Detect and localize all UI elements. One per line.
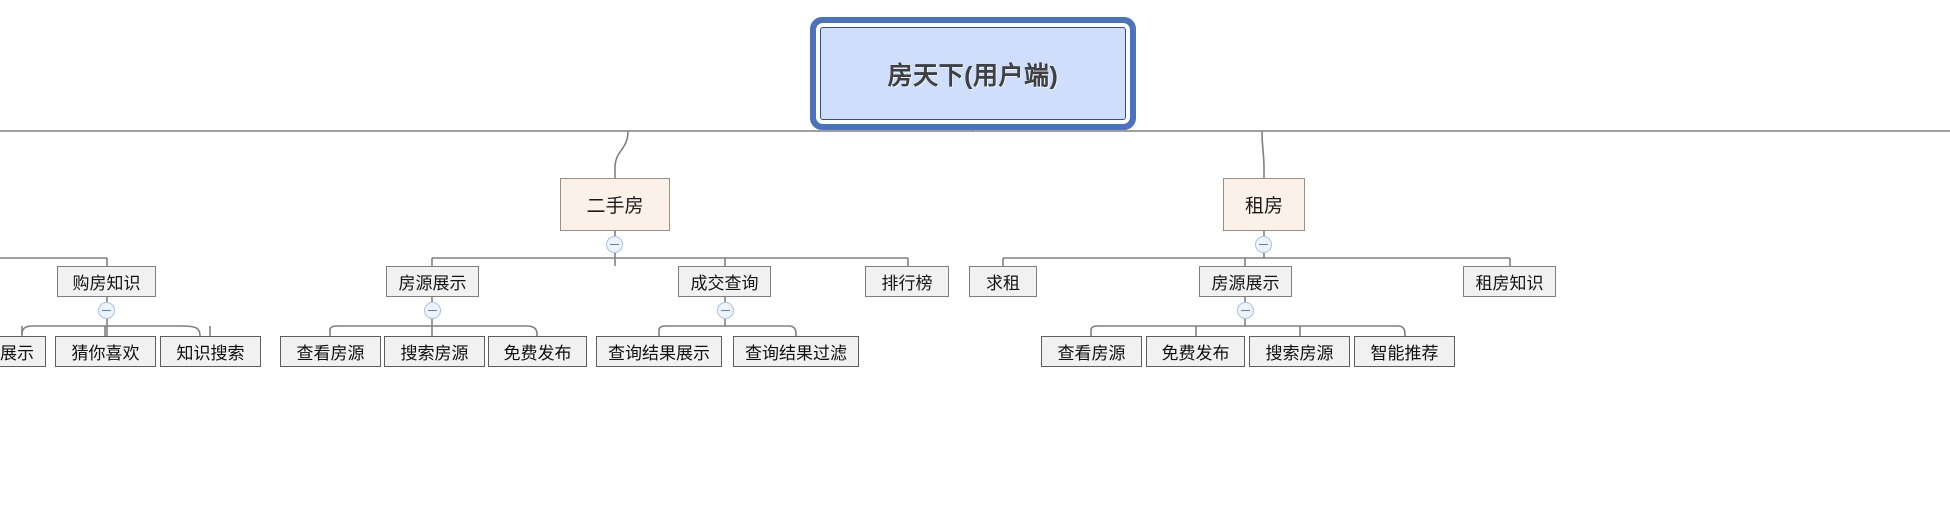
leaf-node-chakanfangyuan-ershoufang[interactable]: 查看房源: [280, 336, 381, 367]
branch-node-zufang-label: 租房: [1244, 196, 1283, 217]
branch-node-ershoufang-label: 二手房: [586, 196, 644, 217]
node-chengjiaochaxun-label: 成交查询: [690, 274, 759, 293]
leaf-node-chaxunjieguozhanshi-label: 查询结果展示: [608, 344, 710, 363]
leaf-node-mianfeifabu-ershoufang[interactable]: 免费发布: [488, 336, 587, 367]
leaf-node-mianfeifabu-zufang-label: 免费发布: [1161, 344, 1230, 363]
edge-rail-to-ershoufang: [614, 130, 629, 178]
leaf-node-chaxunjieguoguolv-label: 查询结果过滤: [745, 344, 847, 363]
leaf-node-zhishisousuo[interactable]: 知识搜索: [160, 336, 261, 367]
node-qiuzu[interactable]: 求租: [969, 266, 1037, 297]
collapse-toggle-ershoufang[interactable]: [606, 236, 623, 253]
leaf-node-cainixihuan[interactable]: 猜你喜欢: [55, 336, 156, 367]
node-paihangbang[interactable]: 排行榜: [865, 266, 949, 297]
node-fangyuanzhanshi-ershoufang[interactable]: 房源展示: [386, 266, 479, 297]
edge-leafrail-fangyuan1: [329, 325, 538, 336]
node-zufangzhishi[interactable]: 租房知识: [1463, 266, 1556, 297]
leaf-node-chakanfangyuan-zufang[interactable]: 查看房源: [1041, 336, 1142, 367]
collapse-toggle-chengjiaochaxun[interactable]: [717, 302, 734, 319]
leaf-node-chakanfangyuan-ershoufang-label: 查看房源: [296, 344, 365, 363]
leaf-node-sousuofangyuan-ershoufang[interactable]: 搜索房源: [384, 336, 485, 367]
leaf-node-chaxunjieguoguolv[interactable]: 查询结果过滤: [733, 336, 859, 367]
leaf-node-mianfeifabu-zufang[interactable]: 免费发布: [1146, 336, 1245, 367]
edge-leafrail-fangyuan2: [1090, 325, 1406, 336]
leaf-node-zhinengtuijian[interactable]: 智能推荐: [1354, 336, 1455, 367]
node-fangyuanzhanshi-zufang-label: 房源展示: [1211, 274, 1280, 293]
leaf-node-zhinengtuijian-label: 智能推荐: [1370, 344, 1439, 363]
collapse-toggle-goufangzhishi[interactable]: [98, 302, 115, 319]
node-goufangzhishi-label: 购房知识: [72, 274, 141, 293]
leaf-node-chakanfangyuan-zufang-label: 查看房源: [1057, 344, 1126, 363]
node-goufangzhishi[interactable]: 购房知识: [57, 266, 156, 297]
collapse-toggle-fangyuanzhanshi-ershoufang[interactable]: [424, 302, 441, 319]
branch-node-ershoufang[interactable]: 二手房: [560, 178, 670, 231]
root-node[interactable]: 房天下(用户端): [820, 27, 1126, 120]
leaf-node-zhanshi-clipped-label: 展示: [0, 344, 34, 363]
leaf-node-sousuofangyuan-zufang-label: 搜索房源: [1265, 344, 1334, 363]
leaf-node-sousuofangyuan-zufang[interactable]: 搜索房源: [1249, 336, 1350, 367]
edge-leafrail-chengjiao: [658, 325, 797, 336]
node-paihangbang-label: 排行榜: [881, 274, 933, 293]
node-zufangzhishi-label: 租房知识: [1475, 274, 1544, 293]
edge-rail-to-zufang: [1261, 130, 1265, 178]
leaf-node-sousuofangyuan-ershoufang-label: 搜索房源: [400, 344, 469, 363]
collapse-toggle-zufang[interactable]: [1255, 236, 1272, 253]
node-fangyuanzhanshi-zufang[interactable]: 房源展示: [1199, 266, 1292, 297]
node-fangyuanzhanshi-ershoufang-label: 房源展示: [398, 274, 467, 293]
leaf-node-mianfeifabu-ershoufang-label: 免费发布: [503, 344, 572, 363]
leaf-node-chaxunjieguozhanshi[interactable]: 查询结果展示: [596, 336, 722, 367]
collapse-toggle-fangyuanzhanshi-zufang[interactable]: [1237, 302, 1254, 319]
leaf-node-zhanshi-clipped[interactable]: 展示: [0, 336, 46, 367]
edge-leafrail-goufang: [21, 325, 201, 337]
leaf-node-cainixihuan-label: 猜你喜欢: [71, 344, 140, 363]
leaf-node-zhishisousuo-label: 知识搜索: [176, 344, 245, 363]
node-chengjiaochaxun[interactable]: 成交查询: [678, 266, 771, 297]
node-qiuzu-label: 求租: [986, 274, 1020, 293]
root-node-label: 房天下(用户端): [887, 61, 1059, 90]
branch-node-zufang[interactable]: 租房: [1223, 178, 1305, 231]
